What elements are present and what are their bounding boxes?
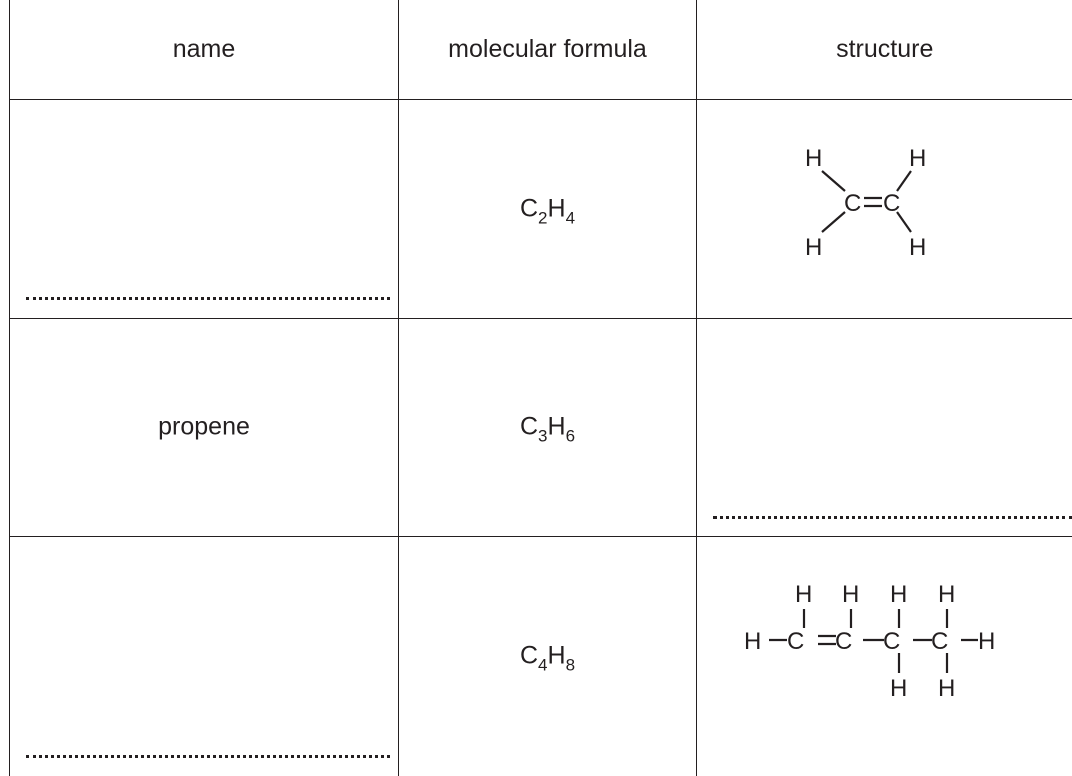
name-cell[interactable] [9, 99, 399, 319]
answer-line[interactable] [713, 512, 1072, 519]
name-cell: propene [9, 317, 399, 537]
structure-cell[interactable] [696, 317, 1072, 537]
name-text: propene [158, 412, 250, 441]
formula-cell: C4H8 [398, 535, 697, 776]
butene-structure: H H H H H C C C C H H H [744, 581, 995, 702]
structure-cell: H H H H H C C C C H H H [696, 535, 1072, 776]
answer-line[interactable] [26, 293, 390, 300]
structure-cell: H H C C H H [696, 99, 1072, 319]
hydrocarbon-table: name molecular formula structure C2H4 [9, 0, 1072, 776]
table-row: propene C3H6 [9, 317, 1072, 537]
atom-h: H [938, 675, 955, 702]
molecular-formula: C4H8 [519, 641, 576, 675]
molecular-formula: C3H6 [519, 412, 576, 446]
table-row: C2H4 H H C C H H [9, 99, 1072, 319]
atom-h: H [842, 581, 859, 608]
molecular-formula: C2H4 [519, 194, 576, 228]
atom-h: H [909, 234, 926, 261]
atom-c: C [787, 628, 804, 655]
atom-h: H [938, 581, 955, 608]
atom-c: C [883, 628, 900, 655]
atom-h: H [795, 581, 812, 608]
atom-h: H [909, 145, 926, 172]
atom-h: H [890, 675, 907, 702]
table-row: C4H8 [9, 535, 1072, 776]
atom-c: C [883, 190, 900, 217]
header-name: name [9, 0, 399, 101]
formula-cell: C3H6 [398, 317, 697, 537]
formula-cell: C2H4 [398, 99, 697, 319]
header-row: name molecular formula structure [9, 0, 1072, 101]
atom-h: H [805, 145, 822, 172]
atom-h: H [890, 581, 907, 608]
atom-c: C [931, 628, 948, 655]
name-cell[interactable] [9, 535, 399, 776]
header-structure: structure [696, 0, 1072, 101]
answer-line[interactable] [26, 751, 390, 758]
atom-h: H [805, 234, 822, 261]
header-molecular-formula: molecular formula [398, 0, 697, 101]
atom-h: H [978, 628, 995, 655]
atom-c: C [835, 628, 852, 655]
atom-c: C [844, 190, 861, 217]
atom-h: H [744, 628, 761, 655]
ethene-structure: H H C C H H [805, 145, 926, 261]
